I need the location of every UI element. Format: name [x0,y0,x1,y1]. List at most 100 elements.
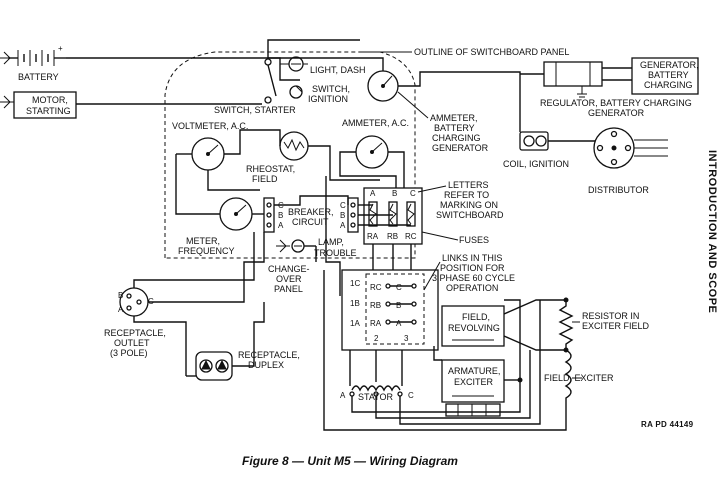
letters-note-1: LETTERS [448,180,489,190]
meter-frequency-label-1: METER, [186,236,220,246]
co-1b: 1B [350,299,360,308]
fuse-rc [406,201,416,227]
changeover-link-grid [365,273,425,345]
co-1a: 1A [350,319,360,328]
links-note-4: OPERATION [446,283,498,293]
co-rb: RB [370,301,381,310]
generator-battery-charging-box [631,57,699,95]
receptacle-outlet-label-3: (3 POLE) [110,348,148,358]
lamp-ground-icon [276,239,290,253]
ammeter-bc-label-2: BATTERY [434,123,475,133]
armature-exciter-box [441,359,505,403]
lamp-label-1: LAMP, [318,237,344,247]
breaker-label-2: CIRCUIT [292,217,329,227]
exciter-brush-stack [445,403,501,417]
figure-caption: Figure 8 — Unit M5 — Wiring Diagram [242,454,458,468]
reference-code: RA PD 44149 [641,420,694,429]
resistor-label-1: RESISTOR IN [582,311,639,321]
fuse-label-ra: RA [367,232,379,241]
stator-winding [351,385,401,392]
fuse-top-a: A [370,189,376,198]
changeover-label-2: OVER [276,274,302,284]
switch-ignition-label-1: SWITCH, [312,84,350,94]
regulator-ground-icon [577,86,587,98]
receptacle-outlet-label-2: OUTLET [114,338,150,348]
fuse-top-c: C [410,189,416,198]
letters-note-3: MARKING ON [440,200,498,210]
motor-ground-icon [0,95,14,109]
distributor-label: DISTRIBUTOR [588,185,649,195]
receptacle-outlet-3pole [119,287,149,317]
switch-starter-symbol [264,58,277,104]
receptacle-duplex-label-1: RECEPTACLE, [238,350,300,360]
battery-plus-terminal: + [58,44,63,53]
field-revolving-label-2: REVOLVING [448,323,500,333]
co-1c: 1C [350,279,360,288]
co-3: 3 [404,334,409,343]
fuse-label-rc: RC [405,232,417,241]
battery-label: BATTERY [18,72,59,82]
motor-starting-box [13,91,77,119]
ammeter-bc-label-1: AMMETER, [430,113,478,123]
outlet-term-b: B [118,291,123,300]
co-c: C [396,283,402,292]
breaker-left-a: A [278,221,284,230]
generator-label-3: CHARGING [644,80,693,90]
co-ra: RA [370,319,382,328]
fuse-top-b: B [392,189,397,198]
ammeter-ac-label: AMMETER, A.C. [342,118,409,128]
changeover-panel-box [341,269,439,351]
generator-label-2: BATTERY [648,70,689,80]
field-exciter-label: FIELD, EXCITER [544,373,614,383]
battery-symbol [0,50,66,66]
links-note-3: 3 PHASE 60 CYCLE [432,273,515,283]
breaker-left-b: B [278,211,283,220]
fuses-label: FUSES [459,235,489,245]
co-rc: RC [370,283,382,292]
regulator-label-2: GENERATOR [588,108,645,118]
resistor-label-2: EXCITER FIELD [582,321,650,331]
receptacle-duplex-label-2: DUPLEX [248,360,284,370]
letters-note-4: SWITCHBOARD [436,210,504,220]
field-exciter-coil [564,349,572,406]
rheostat-label-1: RHEOSTAT, [246,164,295,174]
breaker-right-b: B [340,211,345,220]
switchboard-panel-outline [164,51,416,259]
ammeter-bc-label-3: CHARGING [432,133,481,143]
field-revolving-box [441,305,505,347]
motor-label-line1: MOTOR, [32,95,68,105]
fuse-label-rb: RB [387,232,398,241]
meter-frequency-label-2: FREQUENCY [178,246,235,256]
fuse-ra [368,201,378,227]
breaker-label-1: BREAKER, [288,207,334,217]
stator-term-a: A [340,391,346,400]
voltmeter-label: VOLTMETER, A.C. [172,121,248,131]
stator-term-c: C [408,391,414,400]
regulator-label-1: REGULATOR, BATTERY CHARGING [540,98,692,108]
letters-note-2: REFER TO [444,190,489,200]
light-dash-label: LIGHT, DASH [310,65,366,75]
links-note-2: POSITION FOR [440,263,505,273]
co-a: A [396,319,402,328]
coil-ignition-label: COIL, IGNITION [503,159,569,169]
armature-label-2: EXCITER [454,377,494,387]
outline-label: OUTLINE OF SWITCHBOARD PANEL [414,47,569,57]
motor-label-line2: STARTING [26,106,71,116]
fuse-rb [388,201,398,227]
co-2: 2 [374,334,379,343]
receptacle-outlet-label-1: RECEPTACLE, [104,328,166,338]
changeover-label-3: PANEL [274,284,303,294]
rheostat-label-2: FIELD [252,174,278,184]
regulator-box [543,61,603,87]
switch-ignition-label-2: IGNITION [308,94,348,104]
links-note-1: LINKS IN THIS [442,253,502,263]
ammeter-bc-label-4: GENERATOR [432,143,489,153]
switch-starter-label: SWITCH, STARTER [214,105,296,115]
switch-ignition-icon [289,85,303,99]
outlet-term-a: A [118,305,124,314]
armature-label-1: ARMATURE, [448,366,500,376]
breaker-right-a: A [340,221,346,230]
breaker-right-c: C [340,201,346,210]
resistor-exciter-field [558,300,574,350]
co-b: B [396,301,401,310]
